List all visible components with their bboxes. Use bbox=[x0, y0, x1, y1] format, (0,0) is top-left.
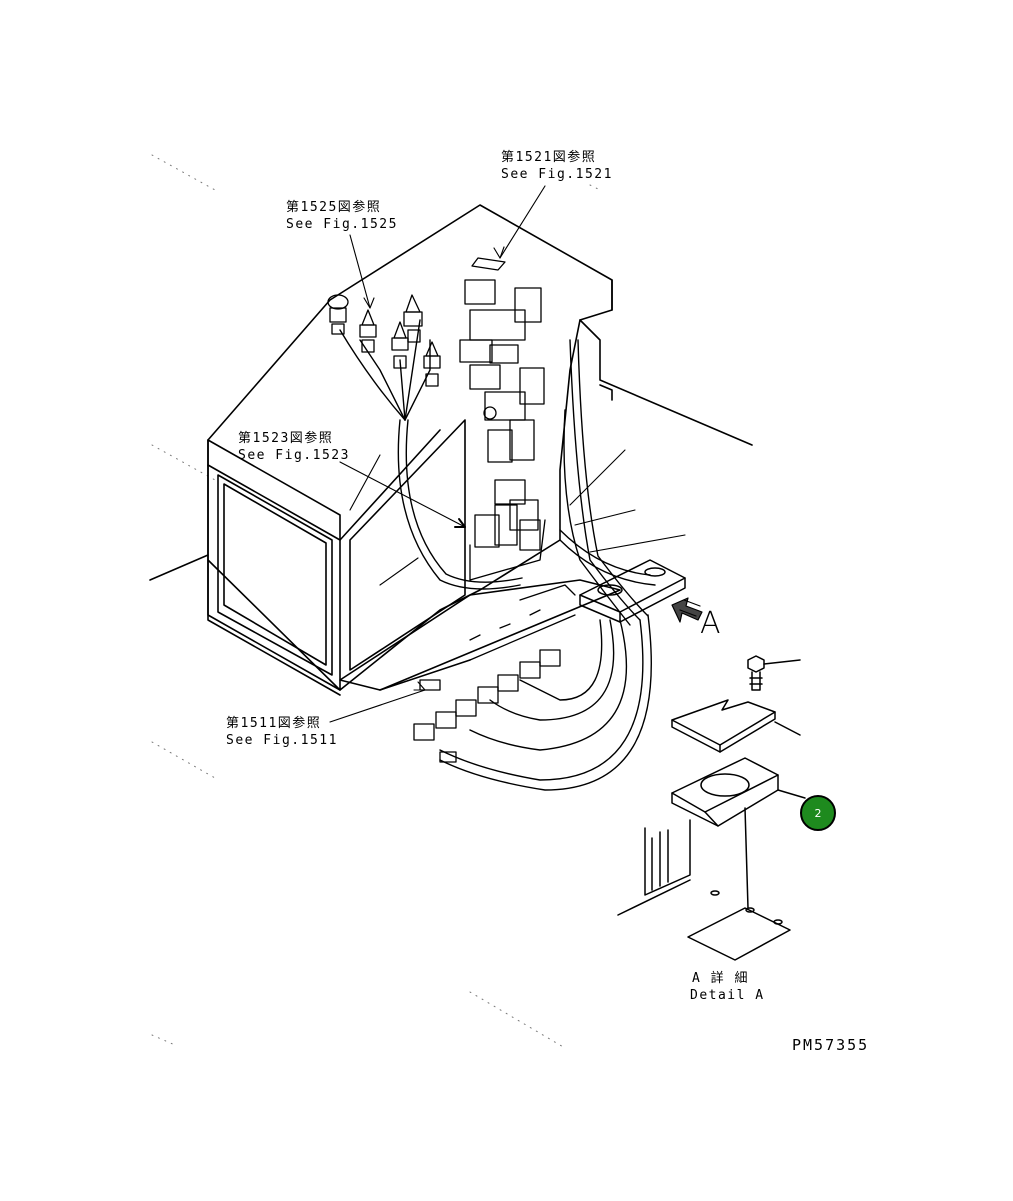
background-marks bbox=[151, 154, 601, 1049]
ref-1521-en: See Fig.1521 bbox=[501, 167, 613, 182]
drawing-code: PM57355 bbox=[792, 1036, 870, 1054]
ref-1523-jp: 第1523図参照 bbox=[238, 431, 334, 446]
view-arrow-letter: A bbox=[700, 606, 721, 641]
relay-block bbox=[459, 257, 546, 581]
lower-connectors bbox=[413, 584, 576, 763]
detail-caption-jp: A 詳 細 bbox=[692, 971, 749, 986]
console-cabinet bbox=[149, 204, 753, 696]
wire-harness bbox=[339, 319, 656, 791]
view-arrow-a bbox=[671, 597, 703, 623]
ref-1511-jp: 第1511図参照 bbox=[226, 716, 322, 731]
ref-1521-jp: 第1521図参照 bbox=[501, 150, 597, 165]
ref-1525-en: See Fig.1525 bbox=[286, 217, 398, 232]
detail-a-view bbox=[617, 655, 806, 961]
ref-1511-en: See Fig.1511 bbox=[226, 733, 338, 748]
ref-1523-en: See Fig.1523 bbox=[238, 448, 350, 463]
leader-lines bbox=[329, 185, 686, 723]
switch-cluster bbox=[327, 294, 441, 387]
part-callout-2[interactable]: 2 bbox=[800, 795, 836, 831]
grommet-plate bbox=[579, 559, 686, 623]
ref-1525-jp: 第1525図参照 bbox=[286, 200, 382, 215]
detail-caption-en: Detail A bbox=[690, 988, 765, 1003]
